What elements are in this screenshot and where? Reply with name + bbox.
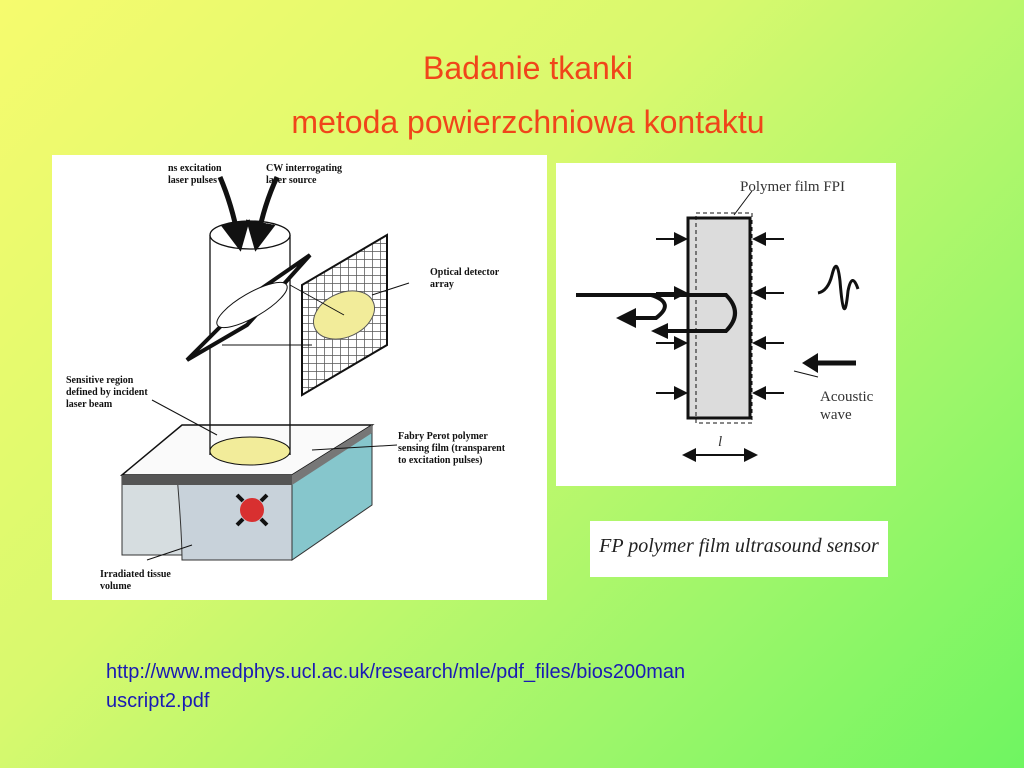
setup-diagram-svg: ns excitation laser pulses CW interrogat… [66, 163, 508, 592]
figure-caption: FP polymer film ultrasound sensor [599, 535, 879, 557]
pressure-arrows-right [752, 232, 784, 400]
light-path [576, 293, 737, 333]
label-detector: Optical detector array [430, 267, 501, 290]
polymer-film [686, 212, 753, 424]
beam-splitter [185, 253, 312, 362]
reflected-arrowhead-1 [616, 308, 636, 328]
slide-title: Badanie tkanki [423, 50, 633, 86]
excitation-arrow [217, 176, 250, 252]
fpi-diagram: Polymer film FPI Acoustic [556, 163, 896, 486]
interrogation-arrow [246, 175, 280, 252]
fpi-diagram-svg: Polymer film FPI Acoustic [576, 179, 874, 462]
label-fabry-perot: Fabry Perot polymer sensing film (transp… [398, 431, 508, 466]
label-tissue-volume: Irradiated tissue volume [100, 569, 173, 592]
acoustic-arrowhead [802, 353, 818, 373]
source-url-link[interactable]: http://www.medphys.ucl.ac.uk/research/ml… [106, 661, 686, 712]
label-fpi: Polymer film FPI [740, 179, 845, 195]
tissue-block [119, 424, 375, 561]
label-acoustic: Acoustic [820, 389, 874, 405]
label-excitation: ns excitation laser pulses [168, 163, 224, 186]
setup-diagram: ns excitation laser pulses CW interrogat… [52, 155, 547, 600]
slide-subtitle: metoda powierzchniowa kontaktu [291, 104, 765, 140]
figure-caption-box: FP polymer film ultrasound sensor [590, 521, 888, 577]
absorber-marker [235, 493, 269, 527]
label-sensitive-region: Sensitive region defined by incident las… [66, 375, 150, 410]
reflected-arrowhead-2 [651, 323, 668, 339]
label-wave: wave [820, 407, 852, 423]
label-cw-source: CW interrogating laser source [266, 163, 345, 186]
acoustic-waveform [817, 264, 860, 311]
fpi-leader-line [733, 190, 753, 216]
label-thickness: l [718, 434, 722, 450]
optical-detector-array [222, 233, 388, 397]
